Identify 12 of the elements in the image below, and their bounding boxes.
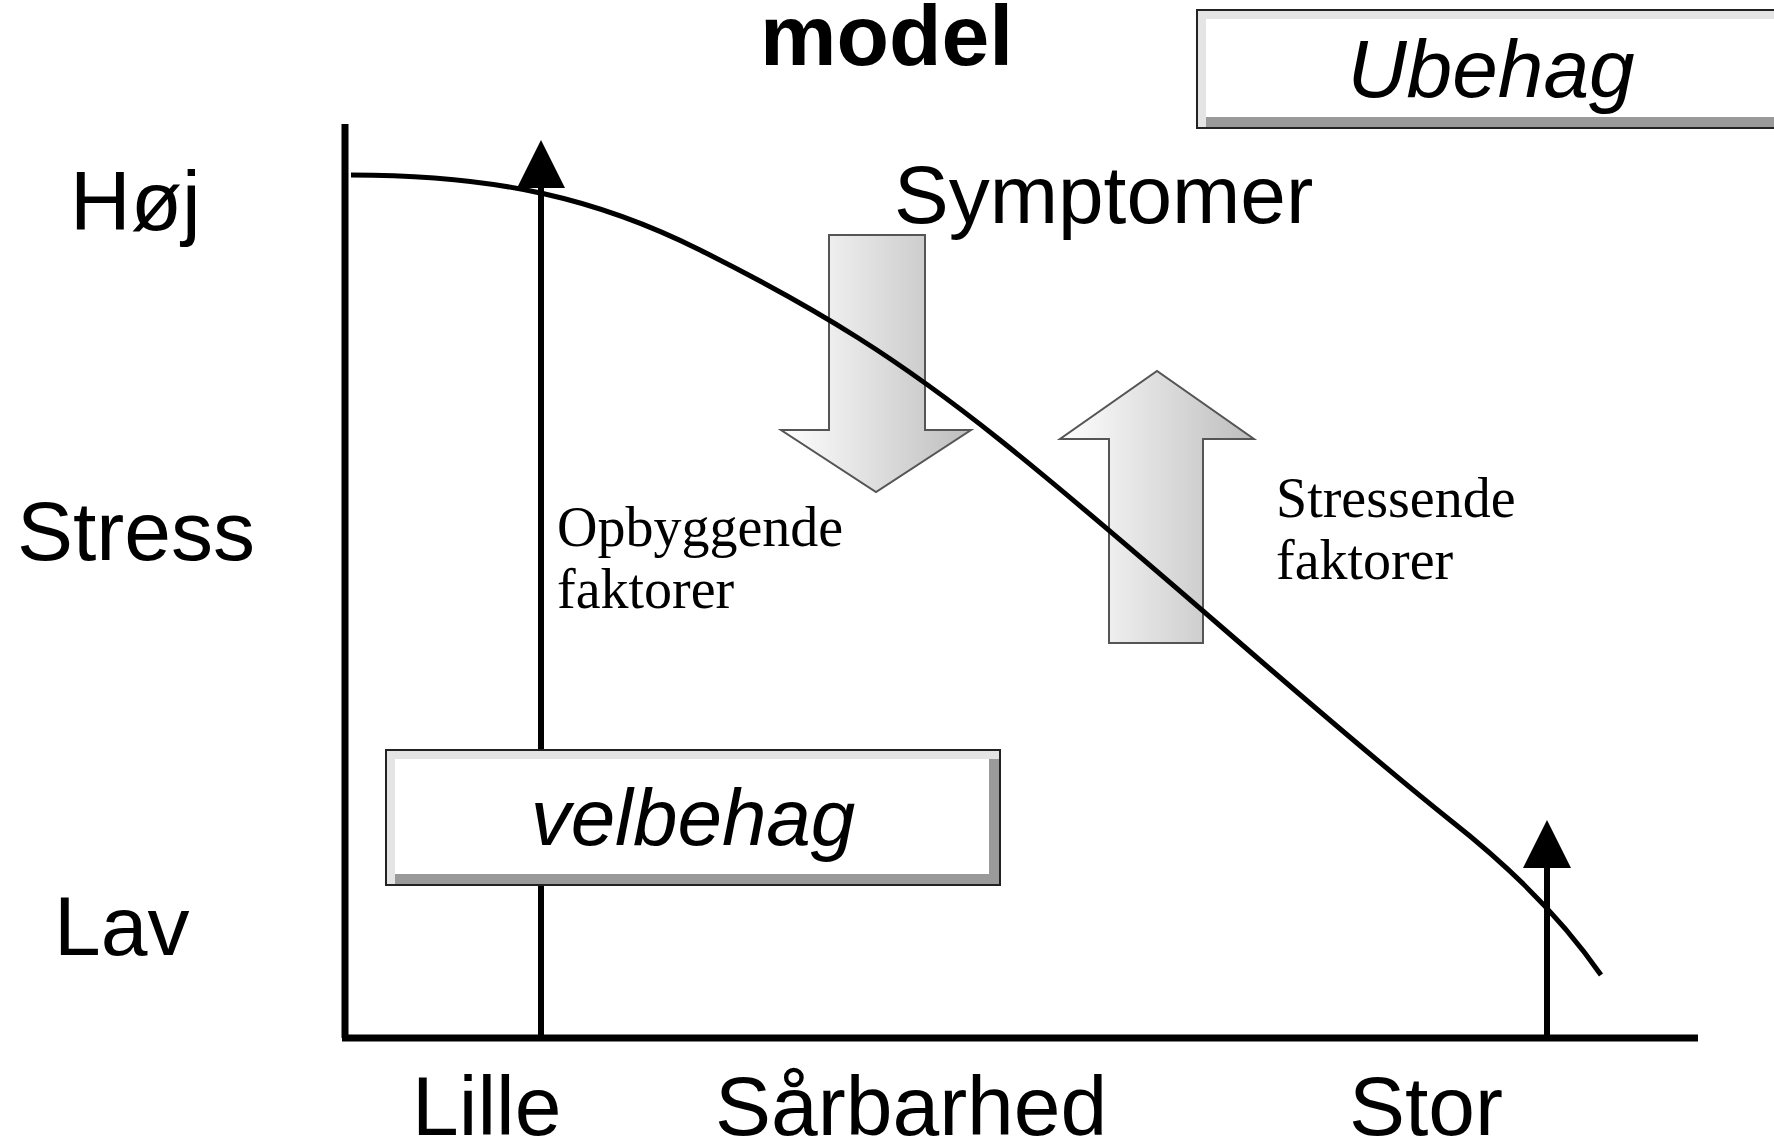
axis-title: Sårbarhed [715,1060,1108,1146]
axis-label: Lille [412,1060,562,1146]
title: model [760,0,1014,78]
arrow-label: Stressende faktorer [1276,468,1517,592]
axis-label: Stor [1349,1060,1504,1146]
curve-label: Symptomer [894,150,1314,241]
axis-label: Lav [54,880,190,973]
arrow-label: Opbyggende faktorer [557,497,845,621]
axis-label: Høj [70,155,201,248]
beveled-box [385,749,1001,886]
axis-title: Stress [17,485,256,578]
beveled-box [1196,9,1774,129]
